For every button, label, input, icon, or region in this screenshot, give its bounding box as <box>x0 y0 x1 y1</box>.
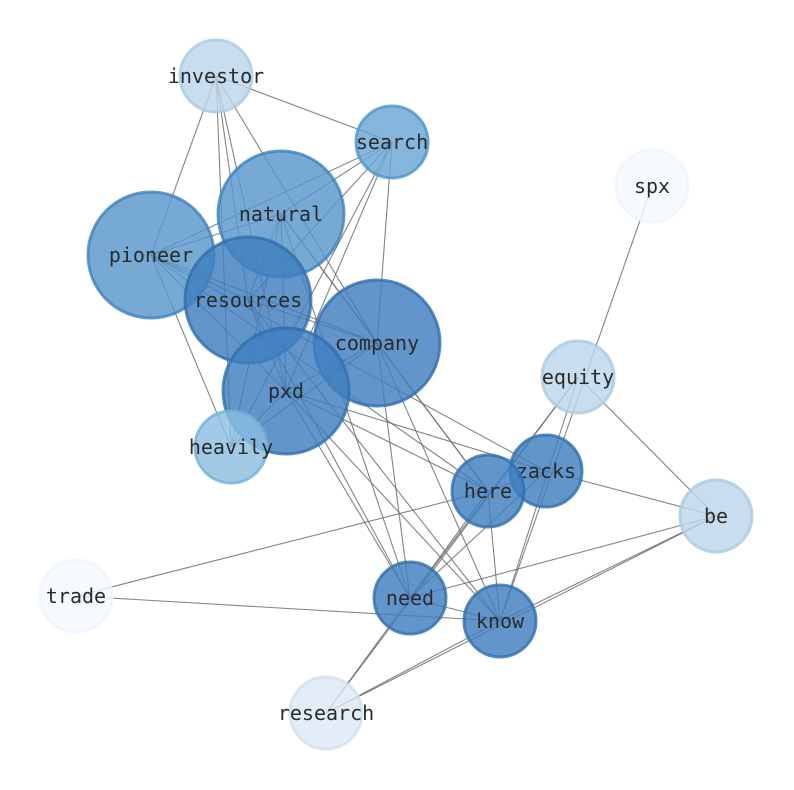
node-label-here: here <box>464 479 512 503</box>
node-circle-equity <box>540 339 616 415</box>
node-label-heavily: heavily <box>189 435 273 459</box>
node-label-need: need <box>386 586 434 610</box>
node-circle-be <box>678 478 754 554</box>
node-label-pxd: pxd <box>268 379 304 403</box>
node-heavily: heavily <box>189 409 273 485</box>
node-label-equity: equity <box>542 365 614 389</box>
node-circle-search <box>354 104 430 180</box>
node-circle-investor <box>178 38 254 114</box>
node-label-be: be <box>704 504 728 528</box>
node-label-investor: investor <box>168 64 264 88</box>
node-layer: investor search spx natural pioneerresources… <box>38 38 754 751</box>
node-know: know <box>462 583 538 659</box>
edge-here-trade <box>75 490 489 597</box>
node-label-zacks: zacks <box>516 459 576 483</box>
node-research: research <box>278 675 374 751</box>
node-label-research: research <box>278 701 374 725</box>
node-trade: trade <box>38 558 114 634</box>
node-circle-trade <box>38 558 114 634</box>
node-need: need <box>372 560 448 636</box>
node-label-natural: natural <box>239 202 323 226</box>
node-circle-know <box>462 583 538 659</box>
node-pioneer: pioneer <box>86 190 216 320</box>
node-circle-need <box>372 560 448 636</box>
node-be: be <box>678 478 754 554</box>
node-zacks: zacks <box>508 433 584 509</box>
node-equity: equity <box>540 339 616 415</box>
edge-equity-research <box>325 376 579 714</box>
node-label-pioneer: pioneer <box>109 243 193 267</box>
node-here: here <box>450 453 526 529</box>
node-investor: investor <box>168 38 264 114</box>
node-label-search: search <box>356 130 428 154</box>
node-search: search <box>354 104 430 180</box>
node-spx: spx <box>614 148 690 224</box>
node-circle-heavily <box>193 409 269 485</box>
node-label-trade: trade <box>46 584 106 608</box>
node-circle-spx <box>614 148 690 224</box>
node-circle-research <box>288 675 364 751</box>
node-circle-here <box>450 453 526 529</box>
edge-be-need <box>409 515 717 599</box>
node-label-company: company <box>335 331 419 355</box>
edge-be-know <box>499 515 717 622</box>
node-label-spx: spx <box>634 174 670 198</box>
node-label-know: know <box>476 609 525 633</box>
node-label-resources: resources <box>194 288 302 312</box>
